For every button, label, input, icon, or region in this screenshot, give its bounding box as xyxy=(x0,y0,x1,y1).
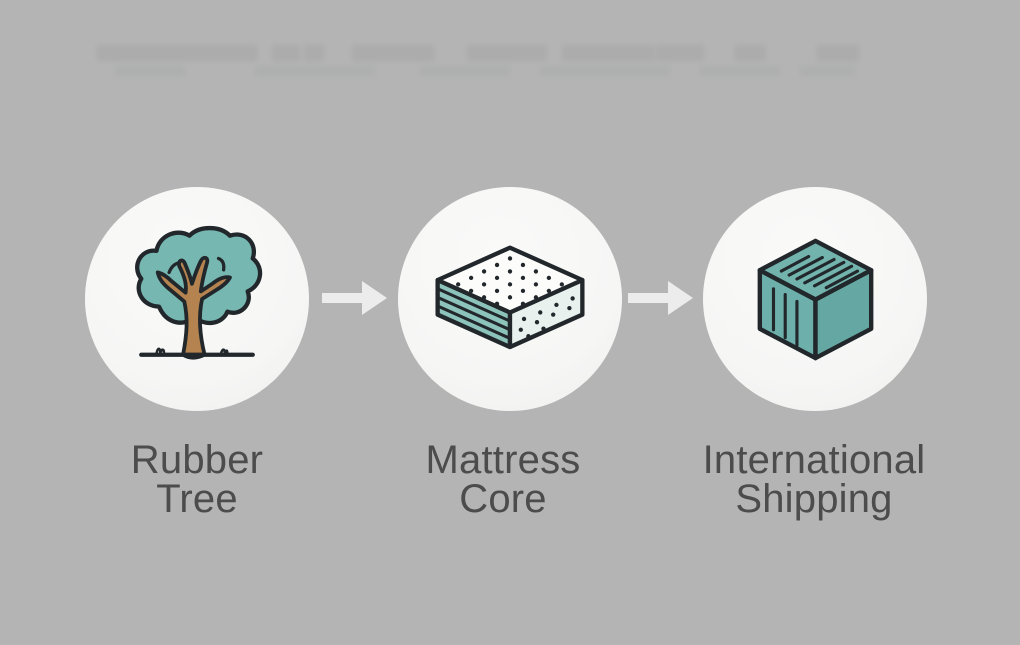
canopy-detail-right xyxy=(216,256,226,272)
shipping-container-icon xyxy=(757,238,873,360)
label-line: International xyxy=(702,438,926,482)
mattress-top-face xyxy=(435,245,585,315)
rubber-tree-icon xyxy=(135,225,263,360)
grass-tuft-right xyxy=(219,348,229,355)
mattress-core-icon xyxy=(435,245,585,349)
label-line: Tree xyxy=(156,477,238,521)
step-circle-rubber-tree xyxy=(85,187,309,411)
label-line: Rubber xyxy=(130,438,264,482)
label-line: Core xyxy=(459,477,547,521)
label-line: Mattress xyxy=(425,438,581,482)
right-arrow-icon xyxy=(322,281,387,315)
step-circle-mattress-core xyxy=(398,187,622,411)
step-label-international-shipping: International Shipping xyxy=(649,438,979,521)
step-label-mattress-core: Mattress Core xyxy=(338,438,668,521)
cube-left-vent-lines xyxy=(771,286,799,347)
label-line: Shipping xyxy=(735,477,893,521)
right-arrow-icon xyxy=(628,281,693,315)
mattress-layer-lines xyxy=(437,286,511,340)
step-label-rubber-tree: Rubber Tree xyxy=(32,438,362,521)
mattress-top-dots xyxy=(456,255,564,306)
step-circle-international-shipping xyxy=(703,187,927,411)
cube-top-hatch-lines xyxy=(779,254,859,289)
grass-tuft-left xyxy=(155,347,166,355)
mattress-right-dots xyxy=(518,295,575,338)
tree-trunk xyxy=(155,255,232,360)
